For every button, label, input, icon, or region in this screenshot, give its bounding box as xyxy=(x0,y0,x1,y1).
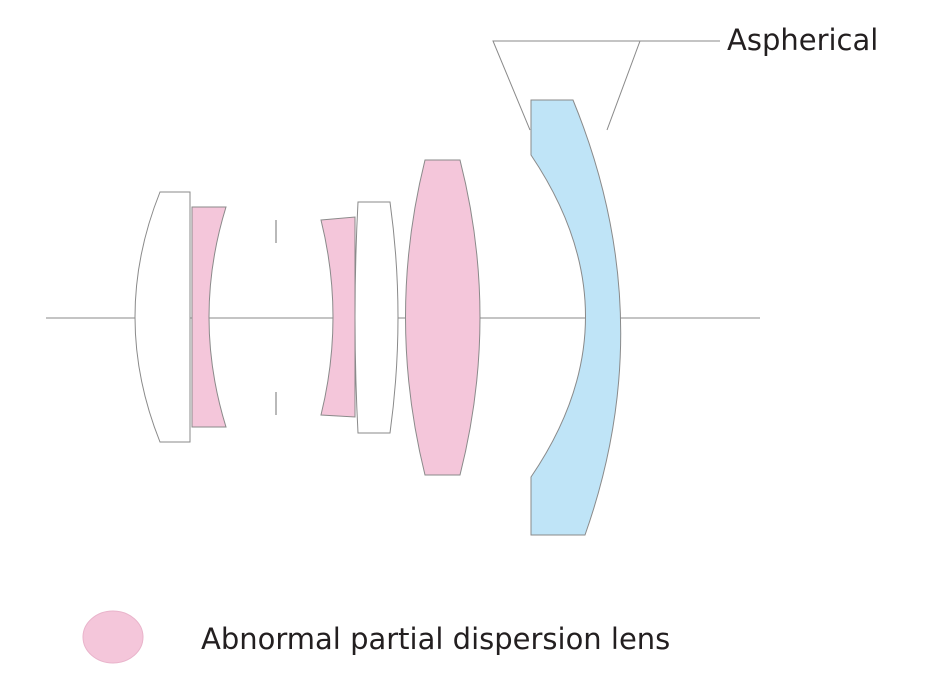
lens-element-2-abnormal-dispersion xyxy=(191,206,227,428)
lens-element-1-plain xyxy=(134,191,191,443)
lens-element-6-aspherical xyxy=(530,99,622,536)
lens-element-5-abnormal-dispersion xyxy=(405,159,481,476)
lens-element-3-abnormal-dispersion xyxy=(320,216,356,418)
legend-label: Abnormal partial dispersion lens xyxy=(201,622,670,656)
legend-swatch-abnormal-dispersion xyxy=(82,610,144,664)
aspherical-callout-lines xyxy=(492,40,641,131)
aspherical-label: Aspherical xyxy=(727,23,878,57)
lens-element-4-plain xyxy=(354,201,399,434)
